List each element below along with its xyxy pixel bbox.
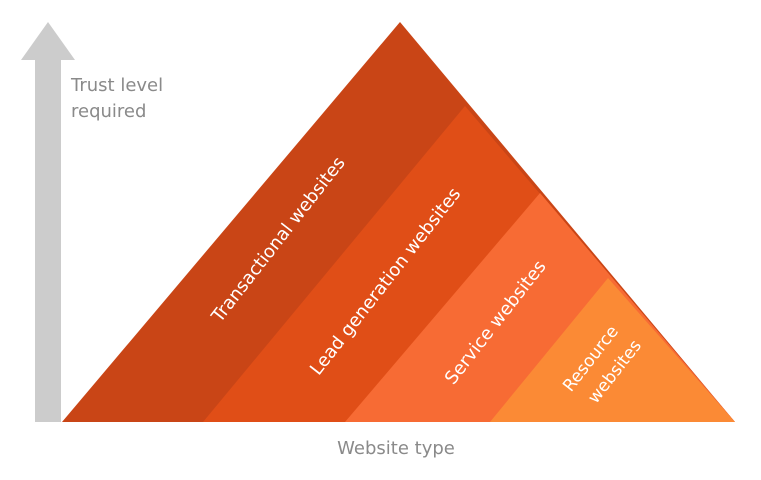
trust-arrow bbox=[21, 22, 75, 422]
y-axis-label-line1: Trust level bbox=[70, 75, 163, 96]
trust-arrow-head bbox=[21, 22, 75, 60]
trust-arrow-shaft bbox=[35, 58, 61, 422]
tier-resource bbox=[490, 278, 735, 422]
y-axis-label-line2: required bbox=[71, 101, 146, 122]
pyramid bbox=[62, 22, 735, 422]
x-axis-label: Website type bbox=[337, 438, 455, 459]
